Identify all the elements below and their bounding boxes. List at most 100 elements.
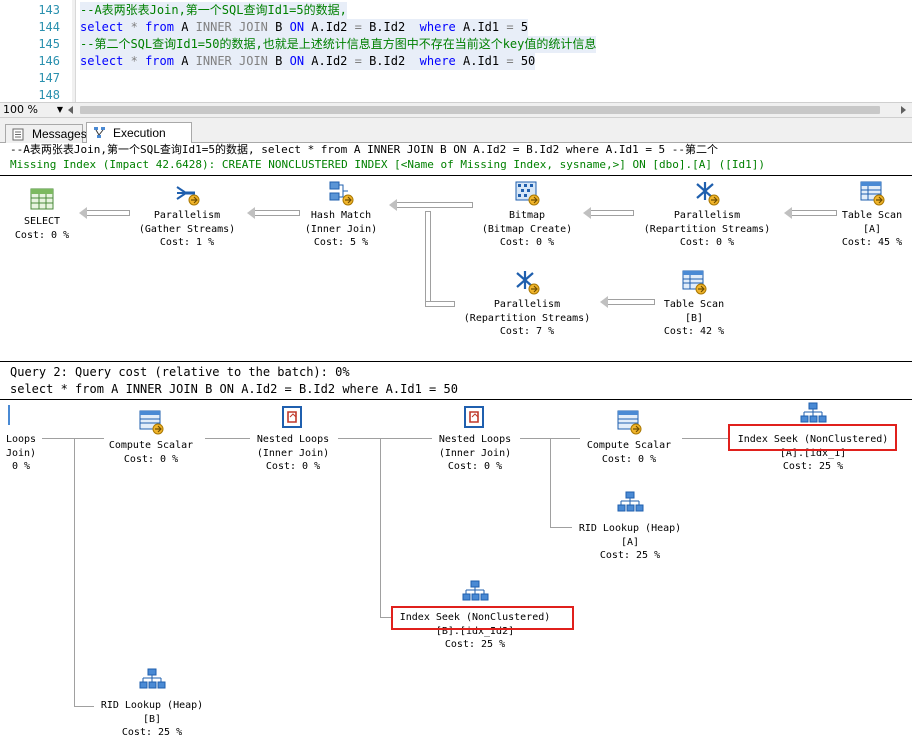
rid-lookup-icon[interactable] xyxy=(616,490,644,518)
nested-loops-icon[interactable] xyxy=(279,404,307,432)
code-line[interactable]: select * from A INNER JOIN B ON A.Id2 = … xyxy=(80,53,536,70)
tab-execution-plan[interactable]: Execution plan xyxy=(86,122,192,160)
code-token: from xyxy=(145,20,174,34)
line-number: 146 xyxy=(38,54,60,68)
plan-node-nested-loops[interactable]: Nested Loops(Inner Join)Cost: 0 % xyxy=(256,434,330,472)
line-number-gutter: 143 144 145 146 147 148 xyxy=(0,0,64,102)
bitmap-icon[interactable] xyxy=(513,179,541,207)
flow-arrow xyxy=(79,207,130,219)
code-line[interactable]: --第二个SQL查询Id1=50的数据,也就是上述统计信息直方图中不存在当前这个… xyxy=(80,36,597,53)
flow-arrow-thin xyxy=(338,438,432,439)
hash-match-icon[interactable] xyxy=(327,179,355,207)
chevron-down-icon: ▼ xyxy=(56,105,63,114)
table-scan-icon[interactable] xyxy=(858,179,886,207)
flow-connector xyxy=(425,211,431,307)
plan-node-rid-lookup-b[interactable]: RID Lookup (Heap)[B]Cost: 25 % xyxy=(100,700,204,738)
zoom-dropdown[interactable]: 100 % ▼ xyxy=(3,103,63,117)
code-token: INNER JOIN xyxy=(195,20,268,34)
code-token xyxy=(138,54,145,68)
plan-node-rid-lookup-a[interactable]: RID Lookup (Heap)[A]Cost: 25 % xyxy=(578,523,682,561)
line-number: 147 xyxy=(38,71,60,85)
code-token: INNER JOIN xyxy=(195,54,268,68)
scroll-right-arrow-icon[interactable] xyxy=(901,106,906,114)
messages-icon xyxy=(12,128,24,141)
parallelism-gather-icon[interactable] xyxy=(173,179,201,207)
flow-arrow-thin xyxy=(74,438,75,707)
plan-node-index-seek-a[interactable]: Index Seek (NonClustered)[A].[idx_1]Cost… xyxy=(737,434,889,472)
query2-header: Query 2: Query cost (relative to the bat… xyxy=(10,365,350,379)
query2-plan-divider xyxy=(0,399,912,400)
plan-node-bitmap[interactable]: Bitmap(Bitmap Create)Cost: 0 % xyxy=(481,210,573,248)
flow-arrow-thin xyxy=(205,438,250,439)
rid-lookup-icon[interactable] xyxy=(138,667,166,695)
code-token: --第二个SQL查询Id1=50的数据,也就是上述统计信息直方图中不存在当前这个… xyxy=(80,37,597,51)
flow-connector xyxy=(425,301,455,307)
parallelism-repartition-icon[interactable] xyxy=(513,268,541,296)
index-seek-icon[interactable] xyxy=(461,579,489,607)
line-number: 145 xyxy=(38,37,60,51)
flow-arrow-thin xyxy=(550,438,551,527)
code-token: A.Id1 xyxy=(455,54,507,68)
code-token: = xyxy=(506,54,514,68)
editor-margin xyxy=(72,0,76,102)
code-token: select xyxy=(80,20,124,34)
query1-top-divider xyxy=(0,175,912,176)
select-icon[interactable] xyxy=(28,185,56,213)
code-token: where xyxy=(419,54,456,68)
sql-editor[interactable]: 143 144 145 146 147 148 --A表两张表Join,第一个S… xyxy=(0,0,912,102)
plan-node-table-scan-a[interactable]: Table Scan[A]Cost: 45 % xyxy=(841,210,903,248)
compute-scalar-icon[interactable] xyxy=(615,408,643,436)
scroll-left-arrow-icon[interactable] xyxy=(68,106,73,114)
flow-arrow-thin xyxy=(550,527,572,528)
compute-scalar-icon[interactable] xyxy=(137,408,165,436)
code-token: A.Id2 xyxy=(304,54,355,68)
plan-node-table-scan-b[interactable]: Table Scan[B]Cost: 42 % xyxy=(663,299,725,337)
code-token: ON xyxy=(289,20,305,34)
code-token: = xyxy=(506,20,514,34)
flow-arrow xyxy=(389,199,473,211)
code-token: B xyxy=(267,54,290,68)
plan-node-index-seek-b[interactable]: Index Seek (NonClustered)[B].[idx_Id2]Co… xyxy=(399,612,551,650)
tab-messages[interactable]: Messages xyxy=(5,124,87,143)
code-token: B.Id2 xyxy=(361,54,420,68)
code-token: A.Id2 xyxy=(304,20,355,34)
code-token: ON xyxy=(289,54,305,68)
flow-arrow xyxy=(600,296,655,308)
code-token: * xyxy=(130,20,138,34)
line-number: 148 xyxy=(38,88,60,102)
flow-arrow-thin xyxy=(380,438,381,618)
flow-arrow xyxy=(247,207,300,219)
missing-index-hint[interactable]: Missing Index (Impact 42.6428): CREATE N… xyxy=(10,158,765,171)
code-line[interactable]: --A表两张表Join,第一个SQL查询Id1=5的数据, xyxy=(80,2,347,19)
code-token: = xyxy=(354,20,362,34)
query2-top-divider xyxy=(0,361,912,362)
table-scan-icon[interactable] xyxy=(680,268,708,296)
query1-header: --A表两张表Join,第一个SQL查询Id1=5的数据, select * f… xyxy=(10,143,719,156)
code-token: * xyxy=(130,54,138,68)
nested-loops-icon[interactable] xyxy=(461,404,489,432)
execution-plan-pane[interactable]: --A表两张表Join,第一个SQL查询Id1=5的数据, select * f… xyxy=(0,143,912,742)
plan-node-hash-match[interactable]: Hash Match(Inner Join)Cost: 5 % xyxy=(304,210,378,248)
plan-node-nested-loops[interactable]: Nested Loops(Inner Join)Cost: 0 % xyxy=(438,434,512,472)
code-token: A xyxy=(173,20,196,34)
code-token: = xyxy=(354,54,362,68)
code-token: 50 xyxy=(513,54,536,68)
plan-node-parallelism-gather[interactable]: Parallelism(Gather Streams)Cost: 1 % xyxy=(138,210,236,248)
horizontal-scrollbar-thumb[interactable] xyxy=(80,106,880,114)
plan-node-parallelism-repartition[interactable]: Parallelism(Repartition Streams)Cost: 0 … xyxy=(643,210,771,248)
flow-arrow-thin xyxy=(380,617,392,618)
editor-status-bar: 100 % ▼ xyxy=(0,102,912,118)
parallelism-repartition-icon[interactable] xyxy=(693,179,721,207)
highlight-box xyxy=(391,606,574,630)
flow-arrow-thin xyxy=(74,706,94,707)
line-number: 143 xyxy=(38,3,60,17)
zoom-value: 100 % xyxy=(3,103,38,116)
code-token: select xyxy=(80,54,124,68)
code-line[interactable]: select * from A INNER JOIN B ON A.Id2 = … xyxy=(80,19,529,36)
index-seek-icon[interactable] xyxy=(799,401,827,429)
plan-node-parallelism-repartition-b[interactable]: Parallelism(Repartition Streams)Cost: 7 … xyxy=(463,299,591,337)
